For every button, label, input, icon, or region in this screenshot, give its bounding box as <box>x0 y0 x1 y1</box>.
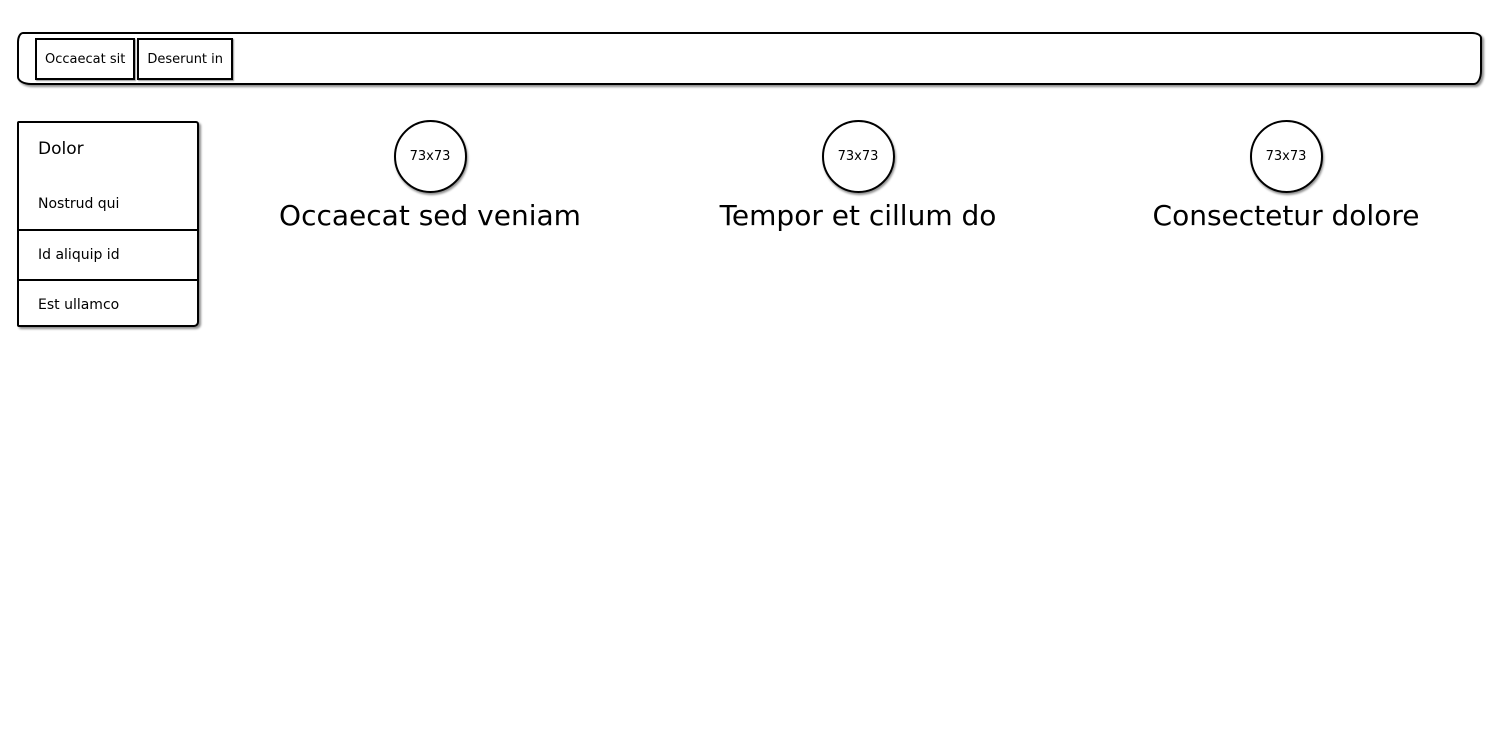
card-title: Consectetur dolore <box>1152 199 1420 232</box>
avatar-image-placeholder: 73x73 <box>821 120 895 193</box>
card-title: Occaecat sed veniam <box>279 199 581 232</box>
card-title: Tempor et cillum do <box>719 199 997 232</box>
avatar-image-placeholder: 73x73 <box>1249 120 1323 193</box>
sidebar: Dolor Nostrud qui Id aliquip id Est ulla… <box>17 121 199 327</box>
sidebar-item-label: Id aliquip id <box>38 247 120 263</box>
sidebar-header: Dolor <box>38 139 84 159</box>
nav-tab-deserunt-in[interactable]: Deserunt in <box>137 38 234 80</box>
sidebar-item-nostrud-qui[interactable]: Nostrud qui <box>19 179 197 229</box>
card-3: 73x73 Consectetur dolore <box>1116 120 1456 236</box>
sidebar-item-est-ullamco[interactable]: Est ullamco <box>19 279 197 329</box>
sidebar-item-label: Nostrud qui <box>38 196 120 212</box>
sidebar-item-label: Est ullamco <box>38 297 120 313</box>
card-2: 73x73 Tempor et cillum do <box>688 120 1028 236</box>
sidebar-item-id-aliquip-id[interactable]: Id aliquip id <box>19 229 197 279</box>
nav-tabs: Occaecat sit Deserunt in <box>35 38 234 80</box>
card-1: 73x73 Occaecat sed veniam <box>260 120 600 236</box>
top-navbar: Occaecat sit Deserunt in <box>17 32 1482 85</box>
nav-tab-occaecat-sit[interactable]: Occaecat sit <box>35 38 136 80</box>
avatar-image-placeholder: 73x73 <box>393 120 467 193</box>
